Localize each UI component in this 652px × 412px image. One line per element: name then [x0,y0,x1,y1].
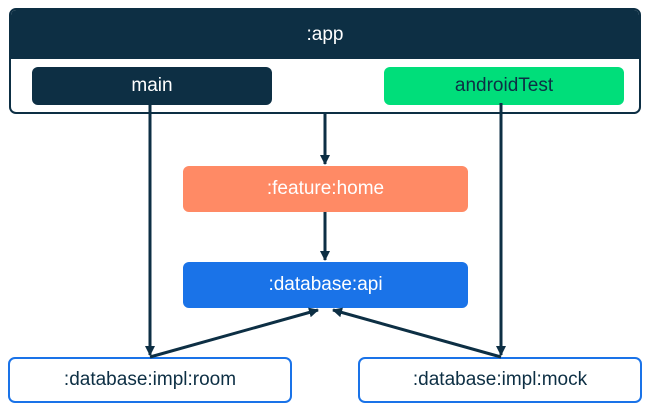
app-module-header: :app [11,10,639,59]
database-impl-room-module: :database:impl:room [8,357,292,403]
main-source-set: main [32,67,272,105]
feature-home-module: :feature:home [183,166,468,212]
database-api-module-label: :database:api [268,274,383,295]
arrow-impl-mock-to-database-api [332,307,502,359]
android-test-source-set: androidTest [384,67,624,105]
database-impl-room-module-label: :database:impl:room [63,369,237,390]
main-source-set-label: main [131,75,173,96]
android-test-source-set-label: androidTest [454,75,554,96]
arrow-impl-room-to-database-api [149,307,319,359]
database-impl-mock-module: :database:impl:mock [358,357,642,403]
database-impl-mock-module-label: :database:impl:mock [412,369,588,390]
database-api-module: :database:api [183,262,468,308]
app-module-label: :app [306,23,344,45]
feature-home-module-label: :feature:home [266,178,385,199]
app-module: :app main androidTest [9,8,641,114]
